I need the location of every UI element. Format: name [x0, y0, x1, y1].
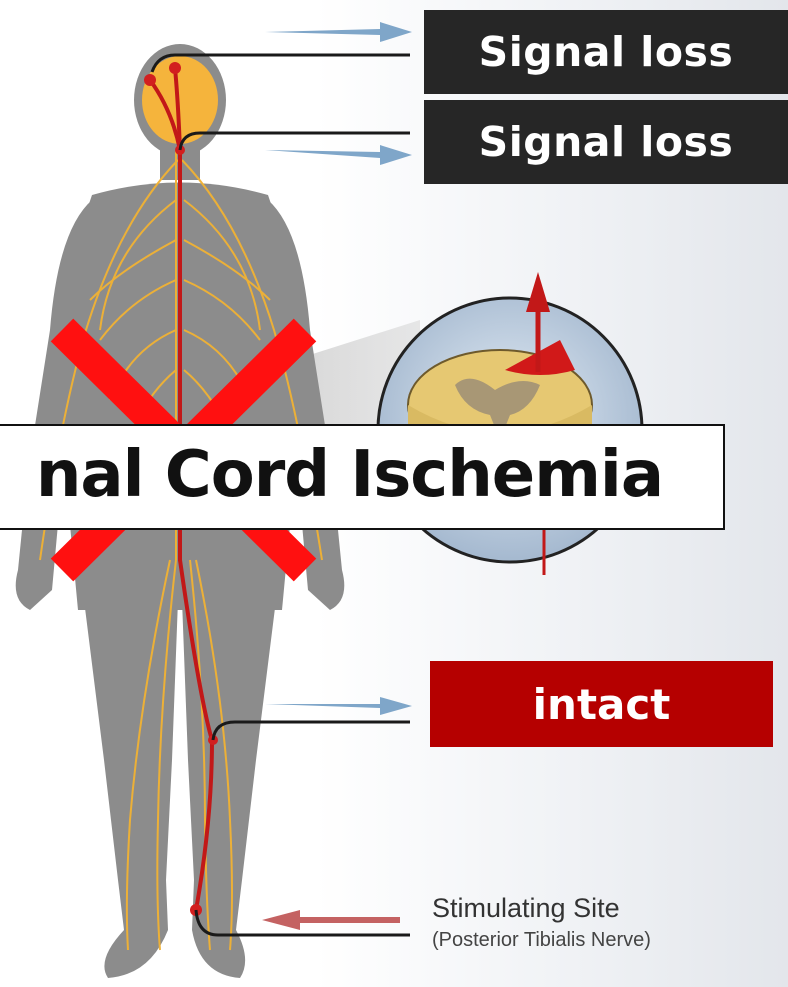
- brain-node-left: [144, 74, 156, 86]
- stimulating-site-label: Stimulating Site: [432, 893, 620, 924]
- red-stimulus-arrow: [262, 910, 400, 930]
- intact-label: intact: [430, 661, 773, 747]
- title-text: nal Cord Ischemia: [36, 438, 663, 512]
- signal-loss-label-top: Signal loss: [424, 10, 788, 94]
- stimulating-site-detail: (Posterior Tibialis Nerve): [432, 929, 651, 952]
- signal-loss-label-second: Signal loss: [424, 100, 788, 184]
- brain-node-right: [169, 62, 181, 74]
- title-banner: nal Cord Ischemia: [0, 424, 725, 530]
